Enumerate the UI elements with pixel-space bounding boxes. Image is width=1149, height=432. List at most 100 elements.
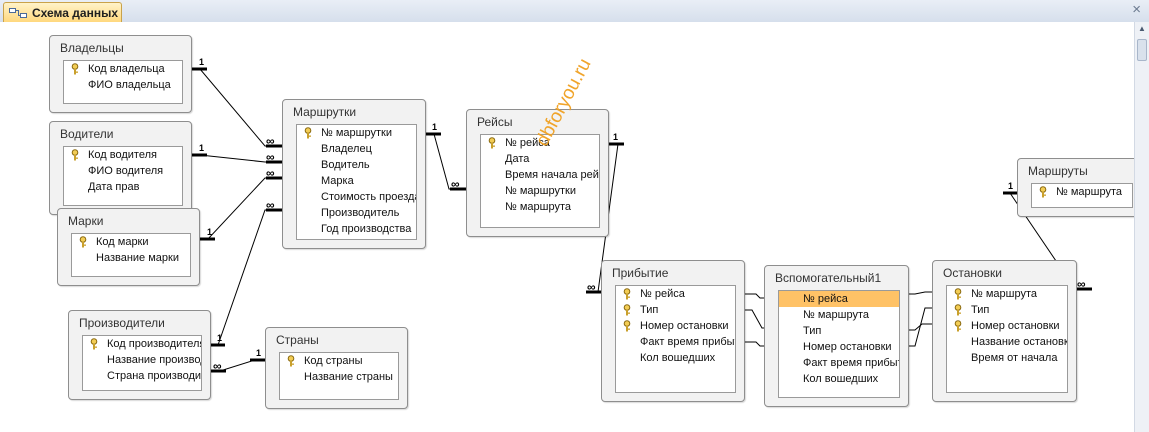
cardinality-one: 1 bbox=[207, 227, 213, 237]
cardinality-many: ∞ bbox=[266, 150, 275, 164]
table-field[interactable]: № маршрута bbox=[947, 286, 1067, 302]
field-name: Кол вошедших bbox=[803, 373, 879, 385]
table-field[interactable]: № маршрута bbox=[779, 307, 899, 323]
table-title: Остановки bbox=[943, 266, 1002, 280]
primary-key-icon bbox=[1039, 186, 1047, 198]
table-field[interactable]: Номер остановки bbox=[947, 318, 1067, 334]
table-field[interactable]: Код владельца bbox=[64, 61, 182, 77]
cardinality-many: ∞ bbox=[213, 359, 222, 373]
table-field[interactable]: ФИО водителя bbox=[64, 163, 182, 179]
document-tab-bar: Схема данных × bbox=[0, 0, 1149, 23]
table-field[interactable]: Название страны bbox=[280, 369, 398, 385]
table-field[interactable]: Тип bbox=[947, 302, 1067, 318]
table-routes[interactable]: Маршруты № маршрута bbox=[1017, 158, 1134, 217]
table-field[interactable]: Код страны bbox=[280, 353, 398, 369]
field-name: № маршрутки bbox=[505, 185, 576, 197]
field-name: Тип bbox=[640, 304, 659, 316]
table-field[interactable]: Тип bbox=[779, 323, 899, 339]
close-icon[interactable]: × bbox=[1132, 1, 1141, 18]
primary-key-icon bbox=[954, 288, 962, 300]
table-field[interactable]: ФИО владельца bbox=[64, 77, 182, 93]
table-field[interactable]: Номер остановки bbox=[616, 318, 735, 334]
field-name: ФИО владельца bbox=[88, 79, 171, 91]
primary-key-icon bbox=[71, 63, 79, 75]
field-name: Код водителя bbox=[88, 149, 157, 161]
table-field[interactable]: № рейса bbox=[481, 135, 599, 151]
table-field[interactable]: Водитель bbox=[297, 157, 416, 173]
table-field[interactable]: Кол вошедших bbox=[779, 371, 899, 387]
table-title: Производители bbox=[79, 316, 165, 330]
field-name: № рейса bbox=[640, 288, 685, 300]
table-field[interactable]: Название марки bbox=[72, 250, 190, 266]
primary-key-icon bbox=[488, 137, 496, 149]
table-field[interactable]: Производитель bbox=[297, 205, 416, 221]
table-field[interactable]: Кол вошедших bbox=[616, 350, 735, 366]
vertical-scrollbar[interactable]: ▲ bbox=[1134, 22, 1149, 432]
table-title: Водители bbox=[60, 127, 114, 141]
table-field[interactable]: Код марки bbox=[72, 234, 190, 250]
field-name: Факт время прибытия bbox=[803, 357, 899, 369]
table-field[interactable]: Время начала рейса bbox=[481, 167, 599, 183]
table-field[interactable]: Дата bbox=[481, 151, 599, 167]
table-field[interactable]: Название производителя bbox=[83, 352, 201, 368]
table-field[interactable]: Страна производителя bbox=[83, 368, 201, 384]
table-field[interactable]: Тип bbox=[616, 302, 735, 318]
table-field[interactable]: № маршрутки bbox=[481, 183, 599, 199]
table-field[interactable]: Код производителя bbox=[83, 336, 201, 352]
field-name: Код страны bbox=[304, 355, 363, 367]
primary-key-icon bbox=[623, 288, 631, 300]
table-field[interactable]: Факт время прибытия bbox=[616, 334, 735, 350]
table-field[interactable]: Номер остановки bbox=[779, 339, 899, 355]
table-field[interactable]: № рейса bbox=[616, 286, 735, 302]
relationship-line bbox=[210, 209, 282, 346]
field-name: Код марки bbox=[96, 236, 149, 248]
scroll-thumb[interactable] bbox=[1137, 39, 1147, 61]
field-name: Название производителя bbox=[107, 354, 201, 366]
table-field[interactable]: № рейса bbox=[779, 291, 899, 307]
table-field[interactable]: Время от начала bbox=[947, 350, 1067, 366]
cardinality-many: ∞ bbox=[266, 134, 275, 148]
table-field[interactable]: Дата прав bbox=[64, 179, 182, 195]
table-field[interactable]: № маршрута bbox=[1032, 184, 1132, 200]
table-field[interactable]: Стоимость проезда bbox=[297, 189, 416, 205]
primary-key-icon bbox=[954, 320, 962, 332]
table-field[interactable]: Владелец bbox=[297, 141, 416, 157]
table-field[interactable]: Факт время прибытия bbox=[779, 355, 899, 371]
field-name: Дата прав bbox=[88, 181, 140, 193]
scroll-up-icon[interactable]: ▲ bbox=[1138, 24, 1146, 33]
field-name: Номер остановки bbox=[640, 320, 729, 332]
field-name: Водитель bbox=[321, 159, 370, 171]
relationships-canvas[interactable]: 1 1 1 1 1 1 1 1 ∞ ∞ ∞ ∞ ∞ ∞ ∞ ∞ Владельц… bbox=[0, 22, 1134, 432]
table-field[interactable]: № маршрута bbox=[481, 199, 599, 215]
tab-data-schema[interactable]: Схема данных bbox=[3, 2, 122, 23]
field-name: Производитель bbox=[321, 207, 400, 219]
table-field[interactable]: Название остановки bbox=[947, 334, 1067, 350]
field-list[interactable]: № маршрута bbox=[1031, 183, 1133, 208]
table-field[interactable]: № маршрутки bbox=[297, 125, 416, 141]
table-field[interactable]: Марка bbox=[297, 173, 416, 189]
table-field[interactable]: Год производства bbox=[297, 221, 416, 237]
primary-key-icon bbox=[623, 304, 631, 316]
table-title: Рейсы bbox=[477, 115, 513, 129]
table-field[interactable]: Код водителя bbox=[64, 147, 182, 163]
